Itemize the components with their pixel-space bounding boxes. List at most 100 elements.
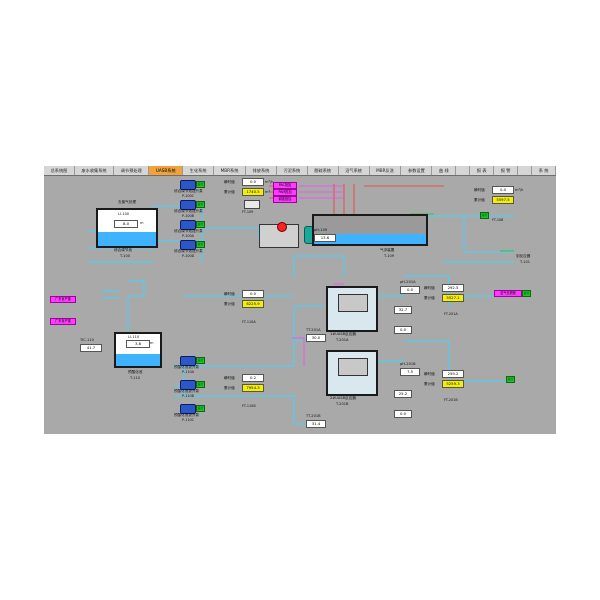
pump-label: 预酸化池提升泵 [174, 413, 200, 417]
uasb-b[interactable] [326, 350, 378, 396]
ft108-inst-label: 瞬时值 [474, 188, 485, 192]
pump-id: P-100B [182, 214, 194, 218]
pump-status[interactable]: 运行 [196, 221, 205, 228]
level-li110-value: 3.8 [126, 340, 150, 348]
dose-alkali-label[interactable]: 碱液投加 [273, 196, 297, 203]
menu-item-12[interactable]: 曲 线 [432, 166, 457, 175]
menu-item-6[interactable]: 排放系统 [246, 166, 277, 175]
level-li110-unit: m [150, 341, 154, 345]
ft201a-inst-label: 瞬时值 [424, 286, 435, 290]
ft110a-id: FT-110A [242, 320, 256, 324]
menu-item-11[interactable]: 参数设置 [401, 166, 433, 175]
level-li100-tag: LI-100 [118, 212, 130, 216]
pump-status[interactable]: 运行 [196, 201, 205, 208]
ft110b-total-value: 7954.3 [242, 384, 264, 392]
pump-status[interactable]: 运行 [196, 241, 205, 248]
uasb-b-cycle: 0.0 [394, 410, 412, 418]
menu-item-9[interactable]: 沼气系统 [339, 166, 370, 175]
t100-top-label: 去废气处理 [118, 200, 136, 204]
reactor-label: 到反应器 [516, 254, 531, 258]
menu-item-17[interactable]: 系 统 [532, 166, 556, 175]
menu-item-1[interactable]: 废水收集系统 [75, 166, 115, 175]
menu-item-0[interactable]: 总系统图 [44, 166, 75, 175]
menu-item-10[interactable]: MBR反洗 [370, 166, 402, 175]
uasb-a[interactable] [326, 286, 378, 332]
pump-icon[interactable] [180, 404, 196, 414]
ft110a-total-value: 6225.9 [242, 300, 264, 308]
ft110a-total-label: 累计值 [224, 302, 235, 306]
tic110-value: 41.7 [80, 344, 102, 352]
ft109-total-value: 1740.5 [242, 188, 264, 196]
flowmeter-ft109-icon[interactable] [244, 200, 260, 209]
menu-item-5[interactable]: MBR系统 [214, 166, 246, 175]
menu-item-16[interactable] [518, 166, 533, 175]
ft109-inst-unit: m³/h [265, 180, 274, 184]
menu-item-2[interactable]: 调节预处理 [114, 166, 150, 175]
t100-id: T-100 [120, 254, 131, 258]
pump-icon[interactable] [180, 380, 196, 390]
ft201a-total-value: 5527.1 [442, 294, 464, 302]
steam-b[interactable]: 广东省产蒸 [50, 318, 76, 325]
pump-icon[interactable] [180, 220, 196, 230]
ft201b-total-label: 累计值 [424, 382, 435, 386]
ft110b-id: FT-110B [242, 404, 256, 408]
gas-out-b-status[interactable]: 运行 [506, 376, 515, 383]
ft108-inst-value: 0.0 [492, 186, 514, 194]
tank-t100: 8.0 LI-100 m [96, 208, 158, 248]
alarm-light-icon [277, 222, 287, 232]
pump-status[interactable]: 运行 [196, 357, 205, 364]
ft108-inst-unit: m³/h [515, 188, 524, 192]
process-pipes [88, 184, 514, 425]
gas-out-a-status[interactable]: 运行 [522, 290, 531, 297]
uasb-b-name: 2#UASB反应器 [330, 396, 356, 400]
menu-item-7[interactable]: 污泥系统 [277, 166, 308, 175]
pump-label: 综合调节池提升泵 [174, 249, 203, 253]
steam-a[interactable]: 广东省产蒸 [50, 296, 76, 303]
t109-name: 气浮装置 [380, 248, 395, 252]
uasb-a-name: 1#UASB反应器 [330, 332, 356, 336]
t109-ph-value: 13.6 [314, 234, 336, 242]
pump-icon[interactable] [180, 240, 196, 250]
level-li100-value: 8.0 [114, 220, 138, 228]
pump-status[interactable]: 运行 [196, 381, 205, 388]
pump-status[interactable]: 运行 [196, 181, 205, 188]
ft201b-total-value: 5259.3 [442, 380, 464, 388]
pump-id: P-110B [182, 394, 194, 398]
tank-t110: 3.8 LI-110 m [114, 332, 162, 368]
pump-label: 综合调节池提升泵 [174, 209, 203, 213]
menu-item-3[interactable]: UASB系统 [149, 166, 184, 175]
menu-item-13[interactable] [456, 166, 471, 175]
ft201a-inst-value: 292.5 [442, 284, 464, 292]
pump-label: 预酸化池提升泵 [174, 365, 200, 369]
dose-pac-label[interactable]: PAC投加 [273, 182, 297, 189]
pump-id: P-110A [182, 370, 194, 374]
uasb-b-id: T-201B [336, 402, 349, 406]
ft108-total-label: 累计值 [474, 198, 485, 202]
pump-id: P-100C [182, 194, 195, 198]
pump-status[interactable]: 运行 [196, 405, 205, 412]
ft108-id: FT-108 [492, 218, 504, 222]
dose-pam-label[interactable]: PAM投加 [273, 189, 297, 196]
menu-item-15[interactable]: 报 警 [494, 166, 519, 175]
ft109-inst-label: 瞬时值 [224, 180, 235, 184]
uasb-a-temp-label: TT-201A [306, 328, 321, 332]
t100-name: 综合调节池 [114, 248, 132, 252]
uasb-b-level: 25.2 [394, 390, 412, 398]
pump-icon[interactable] [180, 200, 196, 210]
pump-icon[interactable] [180, 180, 196, 190]
menu-item-4[interactable]: 生化系统 [183, 166, 215, 175]
ft108-status[interactable]: 运行 [480, 212, 489, 219]
level-li100-unit: m [140, 221, 144, 225]
t109-ph-label: pH-109 [314, 228, 328, 232]
pump-id: P-110C [182, 418, 195, 422]
menu-item-14[interactable]: 报 表 [470, 166, 495, 175]
uasb-a-level: 32.7 [394, 306, 412, 314]
pump-icon[interactable] [180, 356, 196, 366]
gas-out-a[interactable]: 沼气去脱硫 [494, 290, 522, 297]
menu-item-8[interactable]: 脱硫系统 [308, 166, 339, 175]
ft109-inst-value: 0.0 [242, 178, 264, 186]
ft201b-inst-label: 瞬时值 [424, 372, 435, 376]
pump-label: 综合调节池提升泵 [174, 189, 203, 193]
ft110b-inst-label: 瞬时值 [224, 376, 235, 380]
t109-id: T-109 [384, 254, 395, 258]
